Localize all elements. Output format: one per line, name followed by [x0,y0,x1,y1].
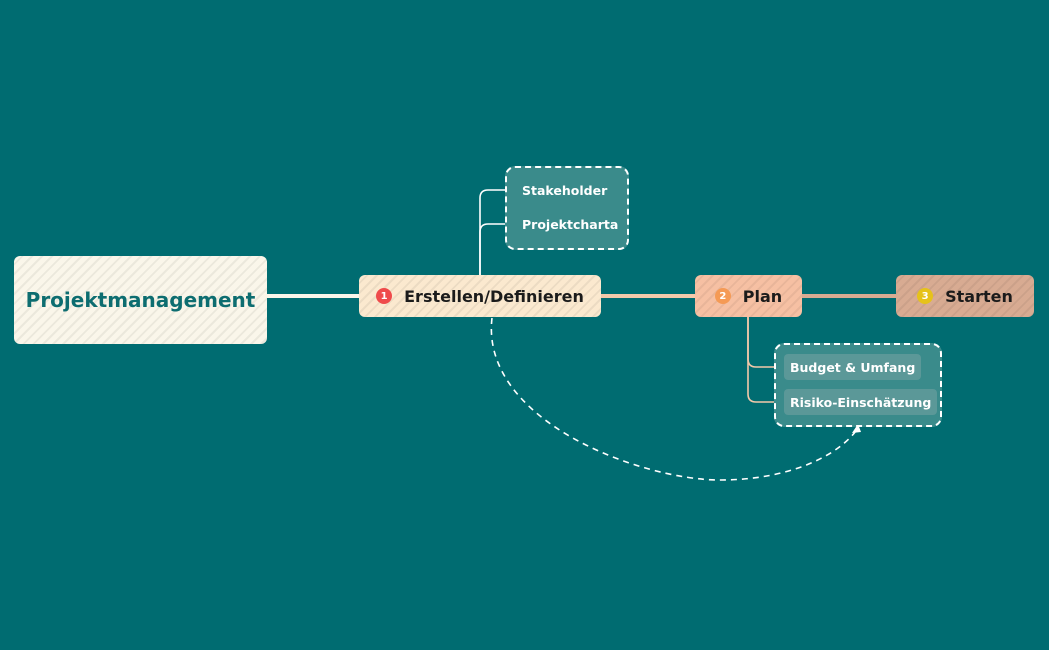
topic-starten[interactable]: 3 Starten [896,275,1034,317]
subtopic-risiko-einschaetzung[interactable]: Risiko-Einschätzung [784,389,938,415]
branch-topic1-projektcharta [479,223,516,275]
topic-label: Plan [742,286,783,306]
central-topic[interactable]: Projektmanagement [14,256,267,344]
topic-plan[interactable]: 2 Plan [695,275,802,317]
number-badge-2: 2 [714,288,731,304]
topic-label: Erstellen/Definieren [404,286,584,306]
subtopic-stakeholder[interactable]: Stakeholder [522,182,608,198]
subtopic-budget-umfang[interactable]: Budget & Umfang [784,354,922,380]
relationship-curve [490,317,859,481]
number-badge-3: 3 [917,288,934,304]
central-topic-label: Projektmanagement [25,288,256,312]
number-badge-1: 1 [376,288,393,304]
topic-label: Starten [945,286,1013,306]
boundary-topic1-subtopics[interactable] [505,166,629,250]
topic-erstellen-definieren[interactable]: 1 Erstellen/Definieren [359,275,601,317]
subtopic-projektcharta[interactable]: Projektcharta [522,216,619,232]
branch-topic2-risiko [747,317,784,403]
branch-topic1-stakeholder [479,189,516,275]
